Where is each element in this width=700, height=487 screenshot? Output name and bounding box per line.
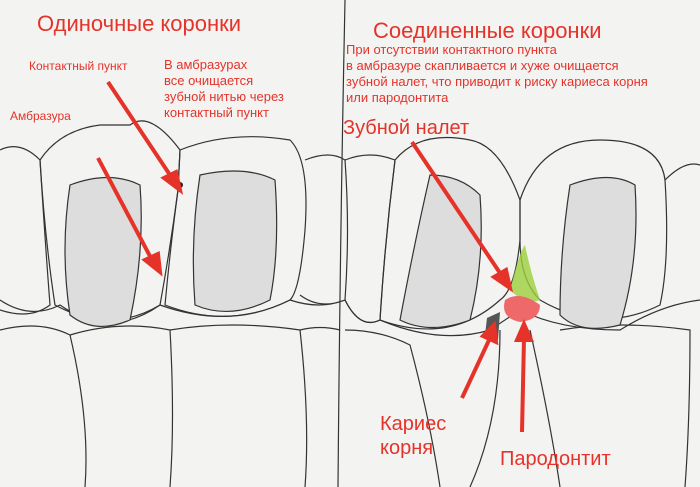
tooth-crown (344, 154, 396, 324)
tooth-crown (664, 163, 700, 181)
tooth-crown (39, 120, 181, 321)
note-line: контактный пункт (164, 105, 269, 120)
lower-tooth (299, 326, 341, 331)
right-title: Соединенные коронки (373, 18, 602, 43)
arrow-embrasure (96, 157, 154, 261)
left-note: В амбразурах все очищается зубной нитью … (164, 57, 284, 121)
arrows (96, 80, 535, 433)
note-line: При отсутствии контактного пункта (346, 42, 557, 57)
arrow-caries (460, 337, 492, 399)
divider-line (337, 0, 346, 487)
lower-tooth (0, 325, 87, 487)
periodontitis-label: Пародонтит (500, 448, 611, 470)
note-line: все очищается (164, 73, 254, 88)
embrasure-label: Амбразура (10, 109, 71, 123)
lower-tooth (469, 329, 501, 487)
arrow-plaque (410, 140, 504, 278)
caries-line: Кариес (380, 413, 447, 435)
root-caries-label: Кариес корня (380, 412, 446, 460)
tooth-crown (164, 136, 307, 317)
veneer-hatch (64, 176, 142, 328)
tooth-crown (0, 146, 51, 315)
veneer-hatch (192, 170, 278, 313)
plaque-area (510, 245, 540, 302)
lower-tooth (344, 329, 441, 487)
arrow-periodontitis (520, 337, 526, 433)
lower-tooth (529, 329, 561, 487)
note-line: зубной налет, что приводит к риску карие… (346, 74, 648, 89)
veneer-hatch (399, 174, 482, 329)
note-line: или пародонтита (346, 90, 449, 105)
contact-point-label: Контактный пункт (29, 59, 128, 73)
tooth-crown (299, 154, 349, 305)
left-title: Одиночные коронки (37, 11, 242, 36)
inflammation-area (504, 296, 540, 322)
note-line: в амбразуре скапливается и хуже очищаетс… (346, 58, 619, 73)
note-line: В амбразурах (164, 57, 248, 72)
lower-tooth (169, 324, 308, 487)
tooth-crown (379, 137, 521, 330)
caries-line: корня (380, 437, 434, 459)
veneer-hatch (559, 176, 637, 329)
plaque-label: Зубной налет (343, 117, 470, 139)
arrow-contact (106, 80, 174, 180)
note-line: зубной нитью через (164, 89, 284, 104)
right-note: При отсутствии контактного пункта в амбр… (346, 42, 648, 106)
lower-tooth (69, 325, 174, 487)
